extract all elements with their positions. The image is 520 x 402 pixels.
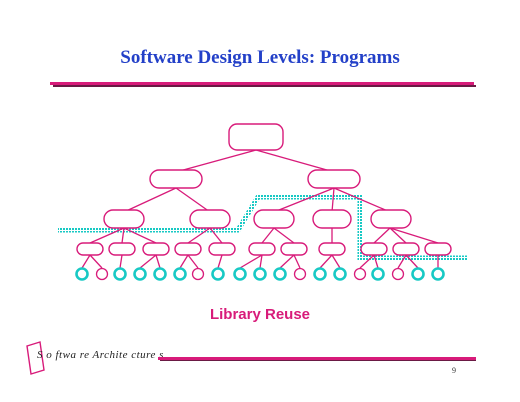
library-leaf [173, 267, 187, 281]
level4-node [174, 242, 202, 256]
library-leaf [75, 267, 89, 281]
level4-node [76, 242, 104, 256]
library-leaf [133, 267, 147, 281]
footer-logo-mark [26, 341, 45, 375]
program-leaf [191, 267, 205, 281]
level4-node [318, 242, 346, 256]
library-leaf [153, 267, 167, 281]
level4-node [360, 242, 388, 256]
level4-node [208, 242, 236, 256]
footer-rule [158, 357, 476, 360]
level4-node [142, 242, 170, 256]
level4-node [108, 242, 136, 256]
root-node [228, 123, 284, 151]
library-leaf [411, 267, 425, 281]
library-leaf [253, 267, 267, 281]
program-leaf [391, 267, 405, 281]
level4-node [248, 242, 276, 256]
library-leaf [233, 267, 247, 281]
library-leaf [211, 267, 225, 281]
diagram-caption: Library Reuse [209, 306, 311, 323]
title-rule-shadow [53, 85, 476, 87]
level3-node [312, 209, 352, 229]
library-leaf [113, 267, 127, 281]
library-leaf [313, 267, 327, 281]
level2-node [307, 169, 361, 189]
level4-node [392, 242, 420, 256]
library-leaf [431, 267, 445, 281]
library-leaf [333, 267, 347, 281]
level3-node [189, 209, 231, 229]
level4-node [424, 242, 452, 256]
program-leaf [353, 267, 367, 281]
program-leaf [293, 267, 307, 281]
level3-node [370, 209, 412, 229]
library-leaf [371, 267, 385, 281]
footer-rule-shadow [160, 360, 476, 361]
slide-title: Software Design Levels: Programs [120, 47, 400, 68]
level3-node [253, 209, 295, 229]
program-leaf [95, 267, 109, 281]
title-rule [50, 82, 474, 85]
level2-node [149, 169, 203, 189]
page-number: 9 [452, 366, 456, 375]
level4-node [280, 242, 308, 256]
library-leaf [273, 267, 287, 281]
level3-node [103, 209, 145, 229]
footer-label: S o ftwa re Archite cture s [37, 349, 164, 361]
